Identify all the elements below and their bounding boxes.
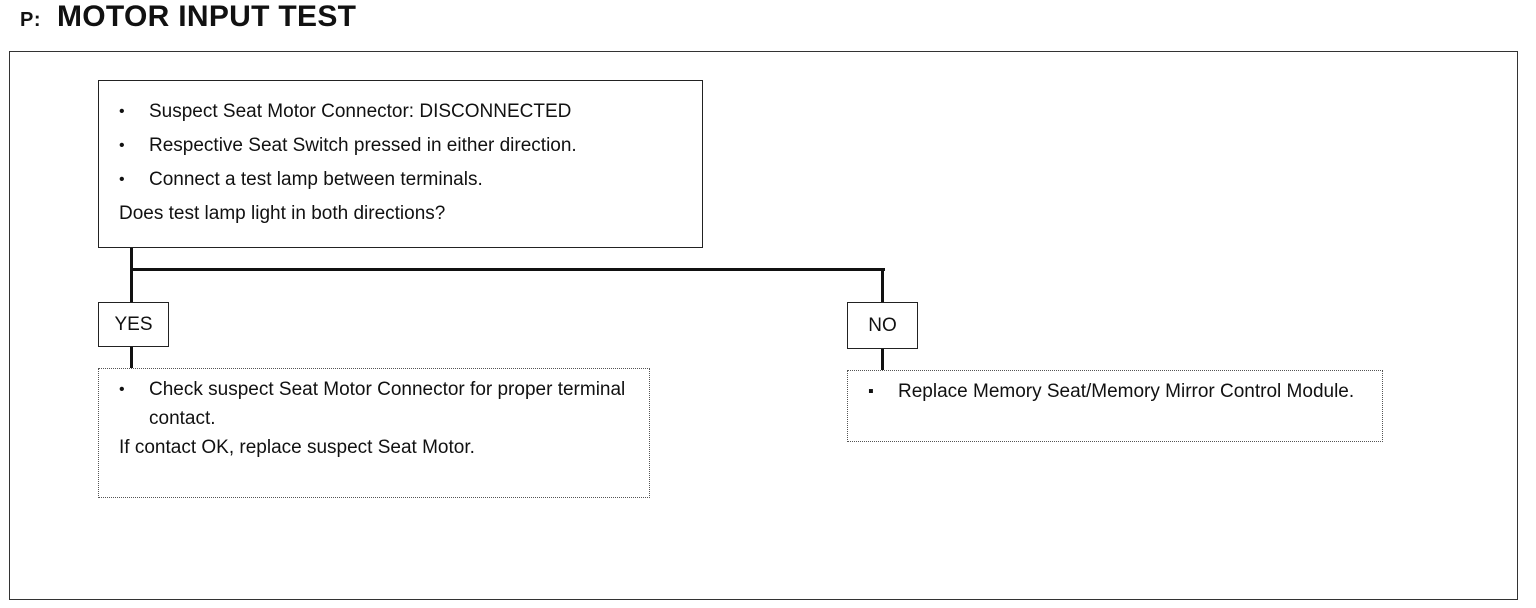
connector-no-down bbox=[881, 268, 884, 303]
section-prefix: P: bbox=[20, 9, 41, 31]
connector-horizontal bbox=[130, 268, 885, 271]
yes-result-note: If contact OK, replace suspect Seat Moto… bbox=[119, 437, 475, 458]
page-heading: P: MOTOR INPUT TEST bbox=[20, 0, 356, 44]
connector-question-down bbox=[130, 248, 133, 303]
connector-yes-result bbox=[130, 346, 133, 368]
bullet-icon: • bbox=[119, 137, 125, 154]
yes-label: YES bbox=[98, 302, 169, 347]
diagram-frame bbox=[9, 51, 1518, 600]
question-text: Does test lamp light in both directions? bbox=[119, 203, 446, 224]
question-bullet-1: • Suspect Seat Motor Connector: DISCONNE… bbox=[119, 95, 682, 129]
no-label: NO bbox=[847, 302, 918, 349]
question-bullet-2: • Respective Seat Switch pressed in eith… bbox=[119, 129, 682, 163]
page-title: MOTOR INPUT TEST bbox=[57, 0, 357, 33]
square-bullet-icon: ▪ bbox=[868, 383, 874, 400]
bullet-icon: • bbox=[119, 171, 125, 188]
bullet-icon: • bbox=[119, 103, 125, 120]
bullet-icon: • bbox=[119, 381, 125, 398]
yes-result-bullet: • Check suspect Seat Motor Connector for… bbox=[119, 375, 629, 433]
no-result-box: ▪ Replace Memory Seat/Memory Mirror Cont… bbox=[847, 370, 1383, 442]
yes-result-box: • Check suspect Seat Motor Connector for… bbox=[98, 368, 650, 498]
question-bullet-3: • Connect a test lamp between terminals. bbox=[119, 163, 682, 197]
question-box: • Suspect Seat Motor Connector: DISCONNE… bbox=[98, 80, 703, 248]
connector-no-result bbox=[881, 348, 884, 370]
no-result-bullet: ▪ Replace Memory Seat/Memory Mirror Cont… bbox=[868, 377, 1362, 406]
